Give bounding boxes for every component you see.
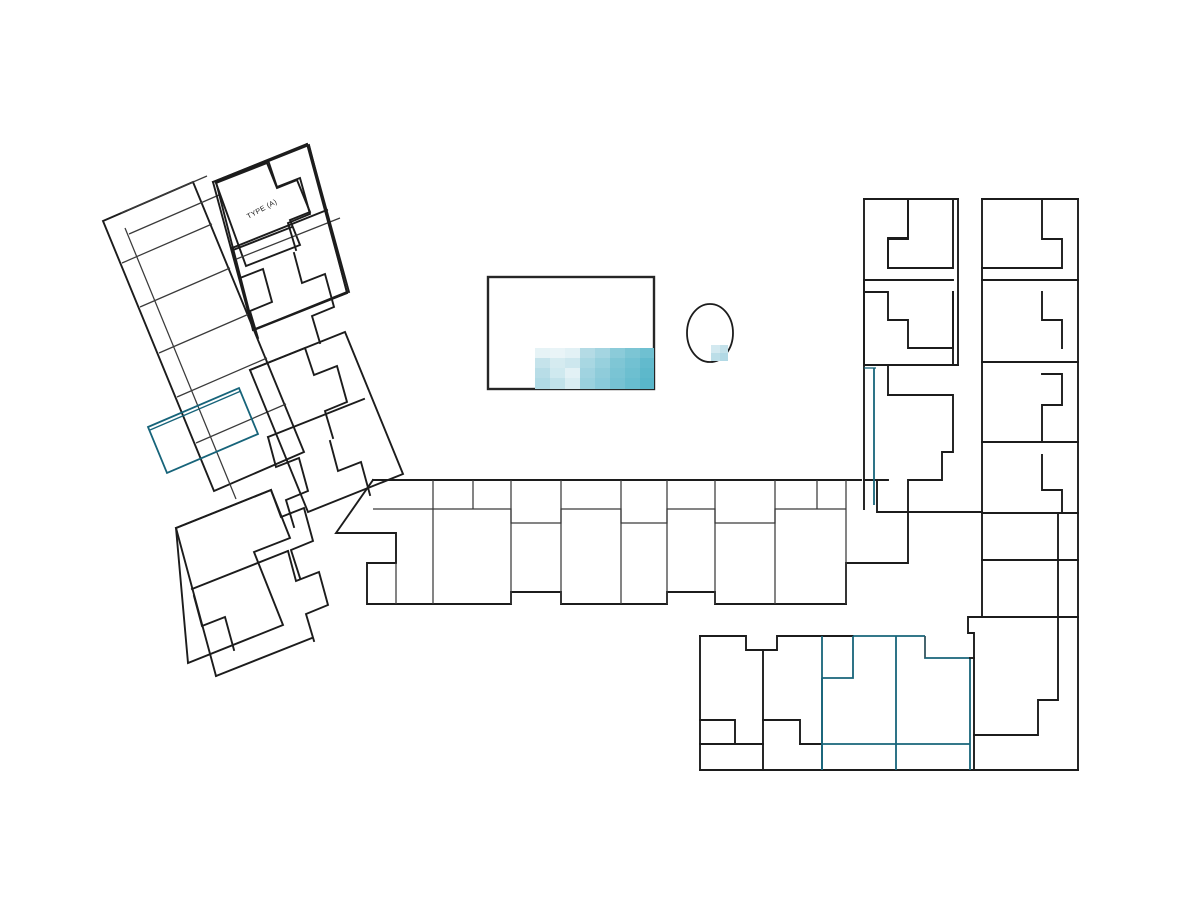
image-placeholder-frame bbox=[486, 275, 656, 391]
oval-marker bbox=[686, 303, 734, 363]
block-north-type-a-detail bbox=[211, 142, 349, 345]
block-east-lower-wing bbox=[907, 511, 1079, 771]
block-south-courtyard bbox=[699, 635, 975, 771]
oval-swatch bbox=[711, 345, 728, 361]
block-northeast-left-tower bbox=[863, 198, 959, 513]
block-west-middle bbox=[248, 330, 405, 529]
block-southwest bbox=[174, 488, 330, 678]
block-northeast-right-tower bbox=[981, 198, 1079, 771]
block-northwest-linear bbox=[101, 175, 306, 500]
block-central-spine bbox=[334, 478, 909, 605]
pixelated-teal-swatch bbox=[535, 348, 654, 389]
